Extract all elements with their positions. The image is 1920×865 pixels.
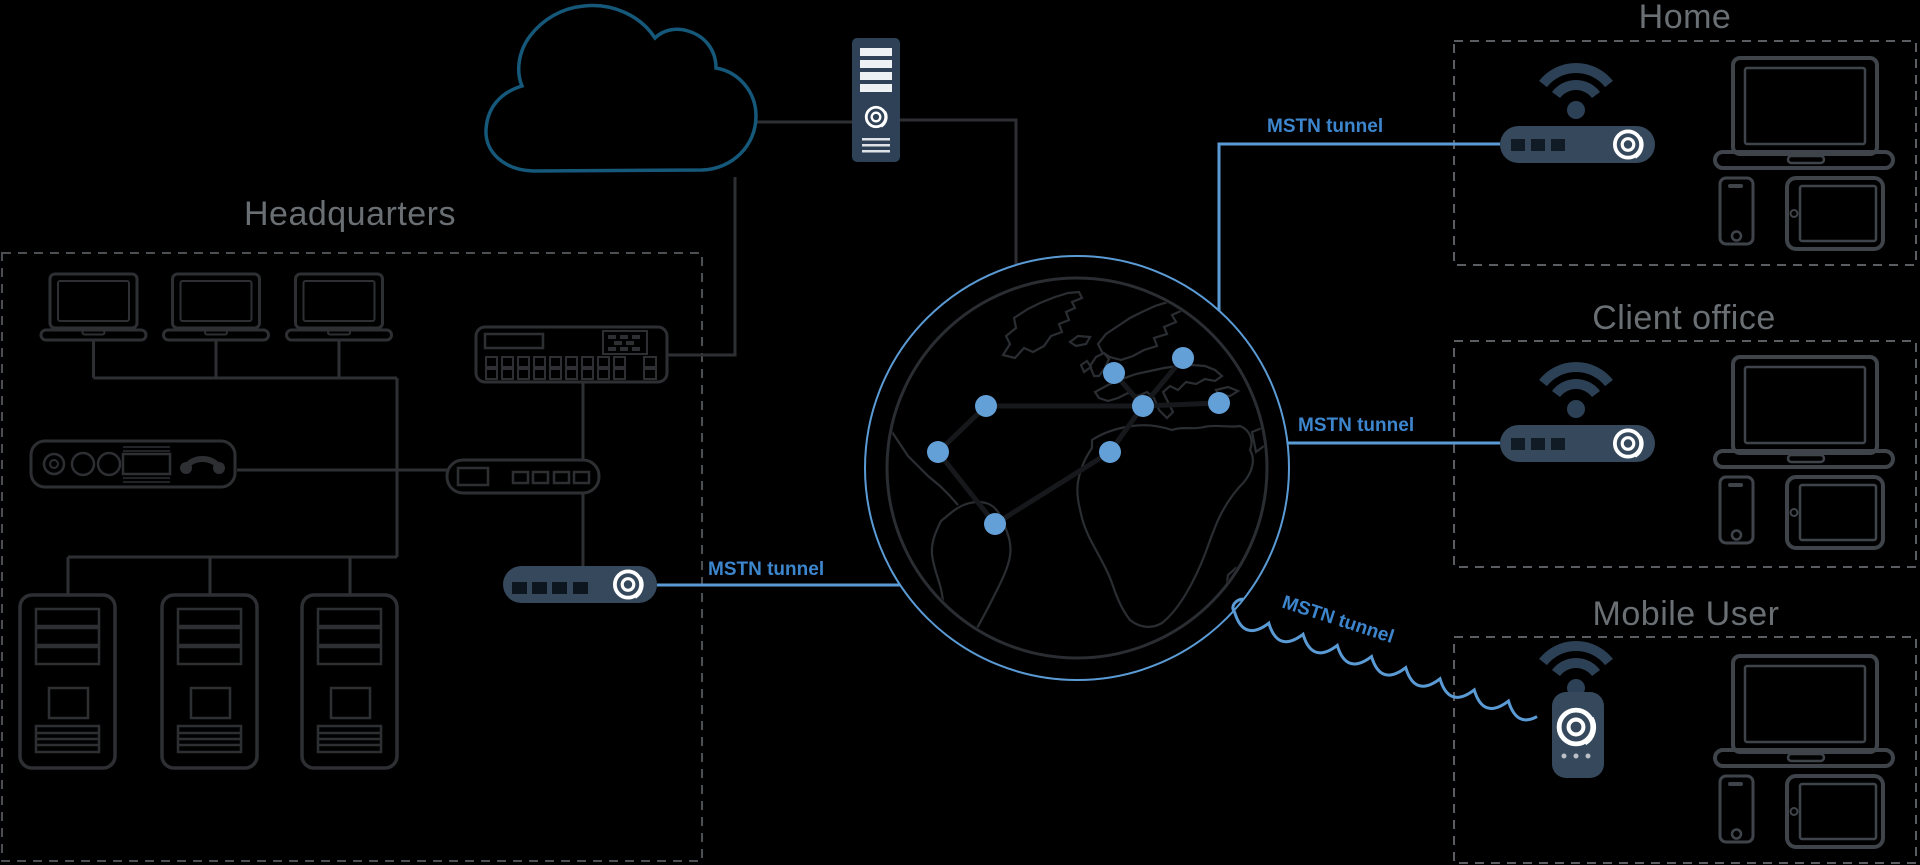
pbx-appliance-icon [474, 325, 669, 384]
client-office-boundary [1453, 340, 1917, 568]
hq-edge-router-icon [503, 566, 657, 603]
home-wifi-router-icon [1500, 68, 1655, 163]
handset-icon [180, 456, 225, 474]
tower-server-icon [160, 593, 259, 770]
tower-server-icon [300, 593, 399, 770]
client-office-title: Client office [1592, 299, 1776, 337]
home-boundary [1453, 40, 1917, 266]
hq-laptop-icon [39, 272, 148, 342]
tunnel-label-home: MSTN tunnel [1267, 116, 1384, 137]
mobile-user-title: Mobile User [1592, 595, 1780, 633]
mobile-devices [1713, 654, 1895, 849]
tunnel-label-headquarters: MSTN tunnel [708, 559, 825, 580]
home-devices [1713, 56, 1895, 251]
cloud-icon [484, 3, 758, 173]
hq-laptop-icon [285, 272, 393, 342]
mobile-user-boundary [1453, 636, 1917, 864]
hq-lan-lines [66, 340, 585, 595]
tunnel-label-client-office: MSTN tunnel [1298, 415, 1415, 436]
mstn-tunnel-lines [657, 142, 1538, 722]
tower-server-icon [18, 593, 117, 770]
hq-laptop-icon [162, 272, 270, 342]
headquarters-title: Headquarters [243, 195, 457, 233]
internet-globe-icon [864, 255, 1290, 681]
tunnel-line-home [1217, 142, 1500, 311]
phone-gateway-icon [29, 439, 237, 489]
vpn-server-icon [852, 38, 900, 162]
network-switch-icon [445, 458, 601, 495]
headquarters-boundary [1, 252, 703, 862]
client-wifi-router-icon [1500, 367, 1655, 462]
tunnel-line-mobile-wavy [1231, 597, 1538, 722]
network-nodes [927, 347, 1230, 535]
client-devices [1713, 355, 1895, 550]
mobile-hotspot-icon [1543, 646, 1609, 778]
wan-links [667, 118, 1018, 357]
home-title: Home [1638, 0, 1732, 36]
